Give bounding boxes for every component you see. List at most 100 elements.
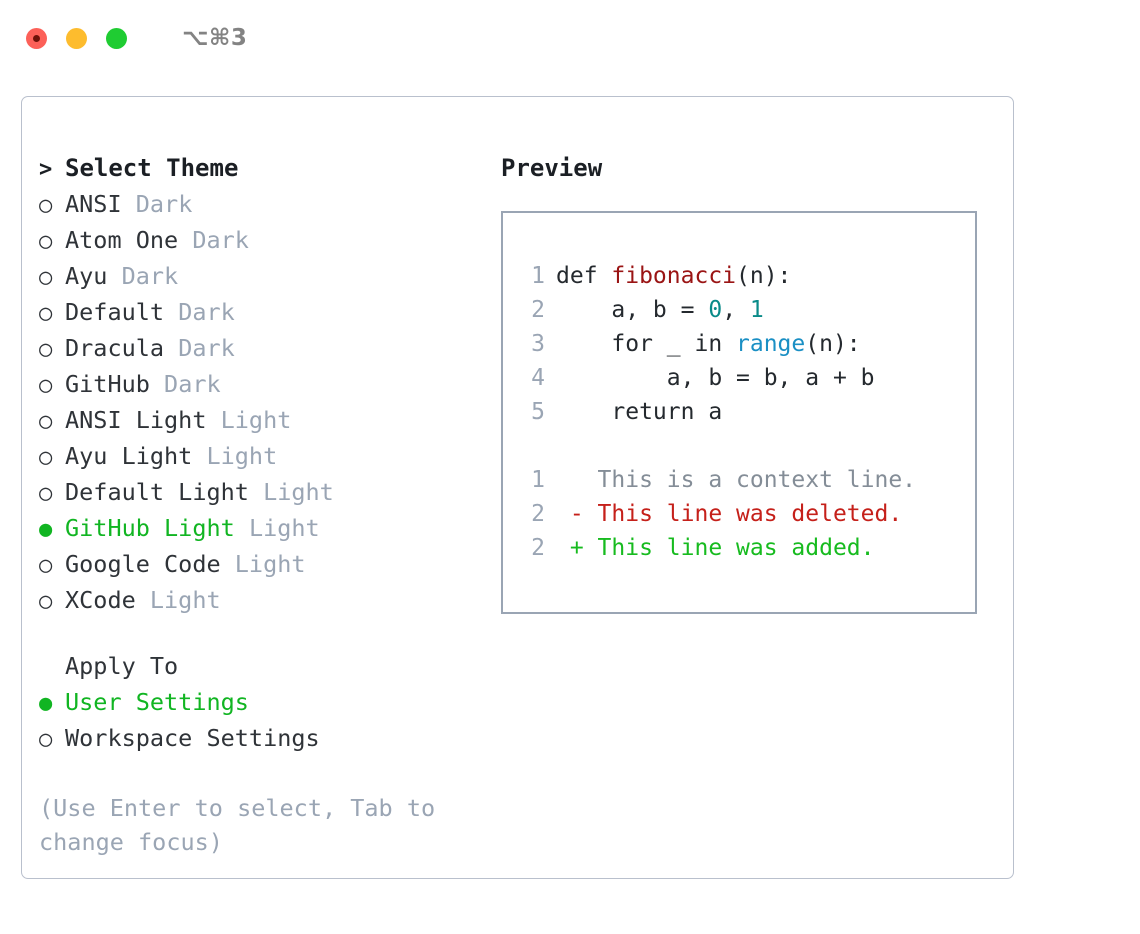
radio-unselected-icon[interactable]: ○ — [39, 553, 53, 578]
title-bar: ⌥⌘3 — [0, 0, 1140, 76]
code-token-plain: for _ in — [556, 331, 737, 357]
theme-name-label: Dracula — [65, 334, 179, 362]
theme-list-item[interactable]: ○ XCode Light — [39, 583, 479, 619]
theme-name-label: Default Light — [65, 478, 264, 506]
theme-list-item[interactable]: ○ Default Dark — [39, 295, 479, 331]
prompt-caret-icon: > — [39, 157, 53, 182]
theme-kind-label: Dark — [121, 262, 179, 290]
apply-to-option-label: User Settings — [65, 688, 249, 716]
theme-kind-label: Dark — [178, 334, 235, 362]
radio-unselected-icon[interactable]: ○ — [39, 445, 53, 470]
select-theme-heading: > Select Theme — [39, 151, 479, 187]
diff-sample: 1 This is a context line.2 - This line w… — [519, 463, 975, 565]
diff-line-content: - This line was deleted. — [556, 501, 903, 527]
code-token-plain: (n): — [805, 331, 861, 357]
code-line: 2 a, b = 0, 1 — [519, 293, 975, 327]
theme-list-item[interactable]: ○ Ayu Light Light — [39, 439, 479, 475]
radio-unselected-icon[interactable]: ○ — [39, 229, 53, 254]
theme-name-label: ANSI Light — [65, 406, 221, 434]
radio-unselected-icon[interactable]: ○ — [39, 193, 53, 218]
theme-selection-column: >Select Theme ○ANSI Dark○Atom One Dark○A… — [39, 151, 479, 859]
code-line-number: 5 — [531, 399, 545, 425]
theme-name-label: Ayu — [65, 262, 122, 290]
code-token-plain: def — [556, 263, 612, 289]
radio-unselected-icon[interactable]: ○ — [39, 409, 53, 434]
diff-line-content: + This line was added. — [556, 535, 875, 561]
radio-selected-icon[interactable]: ● — [39, 691, 53, 716]
theme-kind-label: Light — [263, 478, 334, 506]
theme-list-item[interactable]: ○ Default Light Light — [39, 475, 479, 511]
theme-name-label: GitHub — [65, 370, 165, 398]
theme-name-label: ANSI — [65, 190, 136, 218]
code-token-num: 1 — [749, 297, 764, 323]
code-token-num: 0 — [708, 297, 723, 323]
code-token-plain: a, b = — [556, 297, 709, 323]
apply-to-option-label: Workspace Settings — [65, 724, 320, 752]
theme-picker-card: >Select Theme ○ANSI Dark○Atom One Dark○A… — [21, 96, 1014, 879]
diff-line: 1 This is a context line. — [519, 463, 975, 497]
theme-list-item[interactable]: ○ ANSI Light Light — [39, 403, 479, 439]
theme-list-item[interactable]: ○Atom One Dark — [39, 223, 479, 259]
diff-line: 2 + This line was added. — [519, 531, 975, 565]
code-line: 1 def fibonacci(n): — [519, 259, 975, 293]
code-token-plain: (n): — [736, 263, 792, 289]
preview-heading: Preview — [501, 154, 603, 182]
code-token-plain: , — [722, 297, 750, 323]
radio-unselected-icon[interactable]: ○ — [39, 337, 53, 362]
code-token-plain: a, b = b, a + b — [556, 365, 875, 391]
theme-kind-label: Light — [248, 514, 320, 542]
code-line-number: 4 — [531, 365, 545, 391]
diff-line: 2 - This line was deleted. — [519, 497, 975, 531]
apply-to-heading: ○Apply To — [39, 649, 479, 685]
apply-to-option[interactable]: ● User Settings — [39, 685, 479, 721]
code-line-content: for _ in range(n): — [556, 327, 861, 361]
radio-selected-icon[interactable]: ● — [39, 517, 53, 542]
theme-list-item[interactable]: ○ Ayu Dark — [39, 259, 479, 295]
keyboard-hint-text: (Use Enter to select, Tab to change focu… — [39, 794, 436, 856]
theme-kind-label: Dark — [178, 298, 235, 326]
theme-kind-label: Dark — [164, 370, 221, 398]
theme-list-item[interactable]: ○ GitHub Dark — [39, 367, 479, 403]
apply-to-option[interactable]: ○ Workspace Settings — [39, 721, 479, 757]
code-line-content: a, b = 0, 1 — [556, 293, 764, 327]
apply-to-heading-indent: ○ — [39, 651, 65, 685]
theme-name-label: XCode — [65, 586, 150, 614]
code-line-content: a, b = b, a + b — [556, 361, 875, 395]
theme-name-label: Ayu Light — [65, 442, 207, 470]
code-token-fn: fibonacci — [611, 263, 737, 289]
theme-list-item[interactable]: ● GitHub Light Light — [39, 511, 479, 547]
code-token-plain: return a — [556, 399, 723, 425]
code-token-call: range — [736, 331, 806, 357]
radio-unselected-icon[interactable]: ○ — [39, 265, 53, 290]
radio-unselected-icon[interactable]: ○ — [39, 589, 53, 614]
radio-unselected-icon[interactable]: ○ — [39, 301, 53, 326]
code-line-content: return a — [556, 395, 722, 429]
code-line: 4 a, b = b, a + b — [519, 361, 975, 395]
theme-name-label: GitHub Light — [65, 514, 249, 542]
theme-name-label: Atom One — [65, 226, 193, 254]
theme-list-item[interactable]: ○Google Code Light — [39, 547, 479, 583]
close-button-icon[interactable] — [26, 27, 47, 49]
hint-spacer — [39, 757, 479, 791]
theme-kind-label: Light — [206, 442, 278, 470]
theme-kind-label: Light — [220, 406, 292, 434]
diff-line-number: 2 — [531, 501, 545, 527]
zoom-button-icon[interactable] — [106, 27, 127, 49]
radio-unselected-icon[interactable]: ○ — [39, 373, 53, 398]
radio-unselected-icon[interactable]: ○ — [39, 481, 53, 506]
code-line-number: 1 — [531, 263, 545, 289]
apply-to-list: ● User Settings ○ Workspace Settings — [39, 685, 479, 757]
select-theme-heading-label: Select Theme — [65, 154, 239, 182]
code-line: 5 return a — [519, 395, 975, 429]
theme-kind-label: Light — [149, 586, 221, 614]
apply-to-heading-label: Apply To — [65, 652, 179, 680]
theme-list-item[interactable]: ○ Dracula Dark — [39, 331, 479, 367]
section-spacer — [39, 619, 479, 649]
diff-line-number: 2 — [531, 535, 545, 561]
theme-list-item[interactable]: ○ANSI Dark — [39, 187, 479, 223]
radio-unselected-icon[interactable]: ○ — [39, 727, 53, 752]
minimize-button-icon[interactable] — [66, 27, 87, 49]
theme-name-label: Default — [65, 298, 179, 326]
